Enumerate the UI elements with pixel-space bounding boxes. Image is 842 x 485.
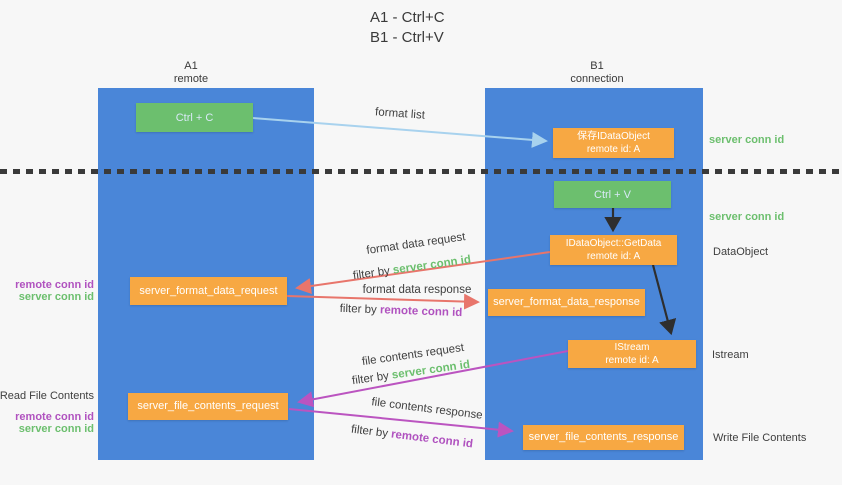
label-format-list: format list [374, 106, 426, 122]
node-server-file-contents-response: server_file_contents_response [523, 425, 684, 450]
node-save-idataobject-line1: 保存IDataObject [577, 131, 650, 142]
node-getdata-line1: IDataObject::GetData [565, 238, 662, 249]
filter-by-text: filter by [352, 264, 394, 283]
lane-b-name: B1 [590, 60, 604, 72]
server-conn-id-text: server conn id [392, 253, 472, 277]
lane-a-header: A1 remote [174, 60, 208, 86]
lane-b-sub: connection [570, 73, 624, 85]
remote-conn-id-text: remote conn id [379, 304, 463, 320]
node-save-idataobject-line2: remote id: A [586, 144, 641, 155]
side-label-conn-pair-1: remote conn id server conn id [15, 279, 94, 303]
label-format-data-request: format data request [365, 231, 467, 257]
node-idataobject-getdata: IDataObject::GetData remote id: A [550, 235, 677, 265]
node-server-file-contents-request: server_file_contents_request [128, 393, 288, 420]
node-server-format-data-request: server_format_data_request [130, 277, 287, 305]
side-label-istream: Istream [712, 349, 749, 361]
node-ctrl-c: Ctrl + C [136, 103, 253, 132]
label-filter-by-remote-2: filter by remote conn id [350, 424, 473, 451]
lane-a-name: A1 [184, 60, 198, 72]
node-save-idataobject: 保存IDataObject remote id: A [553, 128, 674, 158]
diagram-title: A1 - Ctrl+C B1 - Ctrl+V [370, 8, 445, 48]
label-format-data-response: format data response [362, 284, 472, 296]
node-istream-line1: IStream [614, 342, 650, 353]
server-conn-id-label: server conn id [18, 291, 94, 303]
filter-by-text: filter by [339, 302, 381, 317]
server-conn-id-label: server conn id [18, 423, 94, 435]
filter-by-text: filter by [351, 369, 393, 388]
remote-conn-id-label: remote conn id [15, 411, 94, 423]
side-label-write-file-contents: Write File Contents [713, 432, 807, 444]
filter-by-text: filter by [350, 423, 392, 441]
node-istream-line2: remote id: A [605, 355, 659, 366]
lane-a-sub: remote [173, 73, 209, 85]
side-label-server-conn-id-top: server conn id [709, 134, 785, 146]
phase-divider-dotted-line [0, 169, 842, 174]
node-getdata-line2: remote id: A [586, 251, 641, 262]
label-filter-by-server-1: filter by server conn id [352, 254, 471, 282]
lane-b-header: B1 connection [570, 60, 623, 86]
arrow-format-data-response [286, 293, 480, 310]
label-filter-by-remote-1: filter by remote conn id [339, 303, 462, 319]
side-label-conn-pair-2: remote conn id server conn id [15, 411, 94, 435]
title-line-1: A1 - Ctrl+C [370, 9, 445, 26]
label-file-contents-response: file contents response [370, 396, 484, 422]
side-label-read-file-contents: Read File Contents [0, 390, 94, 402]
node-ctrl-v: Ctrl + V [554, 181, 671, 208]
remote-conn-id-text: remote conn id [390, 428, 474, 451]
node-server-format-data-response: server_format_data_response [488, 289, 645, 316]
title-line-2: B1 - Ctrl+V [370, 29, 444, 46]
side-label-server-conn-id-mid: server conn id [709, 211, 785, 223]
remote-conn-id-label: remote conn id [15, 279, 94, 291]
node-istream: IStream remote id: A [568, 340, 696, 368]
side-label-dataobject: DataObject [713, 246, 769, 258]
